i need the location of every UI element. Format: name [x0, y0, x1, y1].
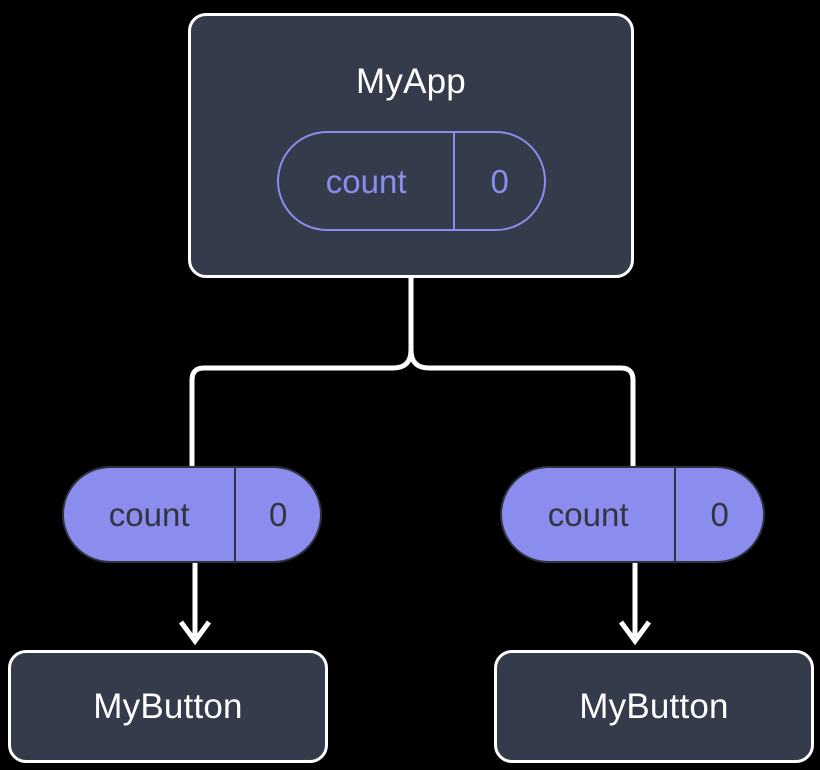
props-pill-key: count	[547, 496, 629, 533]
state-pill-value: 0	[453, 133, 544, 229]
state-pill-key: count	[325, 162, 407, 200]
component-node-mybutton-left[interactable]: MyButton	[8, 650, 328, 763]
edge-myapp-split	[408, 274, 636, 469]
arrowhead-left	[178, 620, 212, 646]
component-node-myapp[interactable]: MyApp	[188, 13, 634, 278]
props-pill-value: 0	[234, 468, 320, 561]
props-pill-left-count[interactable]: count 0	[62, 466, 322, 563]
props-pill-key: count	[108, 496, 190, 533]
component-label-mybutton-left: MyButton	[93, 687, 243, 726]
props-pill-right-count[interactable]: count 0	[500, 466, 765, 563]
props-pill-value: 0	[674, 468, 763, 561]
arrowhead-right	[618, 620, 652, 646]
state-pill-myapp-count[interactable]: count 0	[277, 131, 546, 231]
component-node-mybutton-right[interactable]: MyButton	[494, 650, 814, 763]
component-label-mybutton-right: MyButton	[579, 687, 729, 726]
edge-myapp-split-left	[189, 347, 414, 469]
component-label-myapp: MyApp	[356, 62, 466, 101]
